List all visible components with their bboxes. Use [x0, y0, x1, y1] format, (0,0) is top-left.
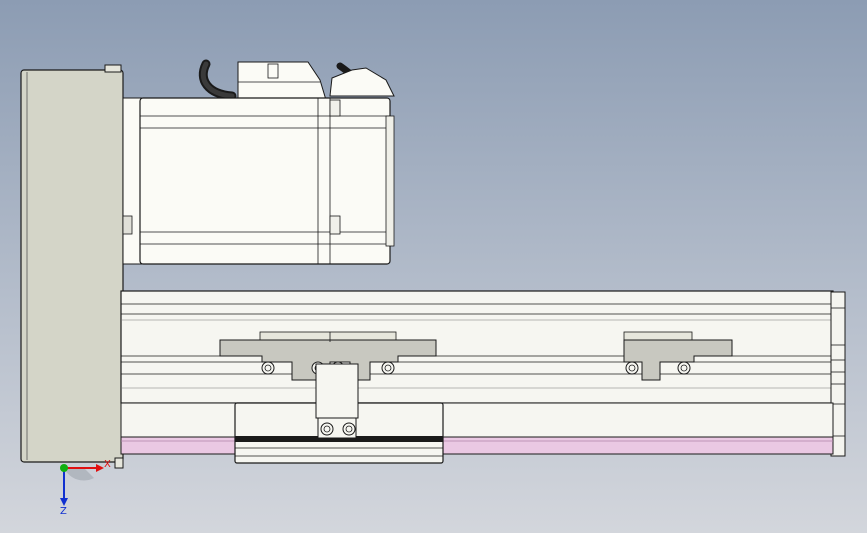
z-axis-arrowhead: [60, 498, 68, 506]
motor-body: [139, 97, 391, 265]
carriage-block[interactable]: [234, 363, 444, 464]
bolt-icon: [625, 361, 639, 375]
rail-end-cap: [830, 291, 846, 457]
bracket-body: [219, 339, 437, 381]
bolt-icon: [261, 361, 275, 375]
bolt-icon: [381, 361, 395, 375]
bolt-icon: [677, 361, 691, 375]
servo-motor[interactable]: [122, 59, 395, 265]
slider-bracket-left[interactable]: [219, 331, 437, 381]
x-axis-arrowhead: [96, 464, 104, 472]
x-axis-label: X: [104, 459, 111, 470]
mounting-plate[interactable]: [20, 64, 124, 469]
power-connector: [237, 61, 327, 101]
bolt-icon: [320, 422, 334, 436]
y-axis-dot: [60, 464, 68, 472]
plate-top-tab: [104, 64, 122, 73]
bracket-top-bar: [259, 331, 397, 341]
motor-cable-power-inner: [200, 61, 235, 99]
plate-bottom-tab: [114, 457, 124, 469]
flange-bolt-icon: [122, 215, 133, 235]
timing-belt: [120, 436, 834, 455]
motor-bolt-icon: [329, 99, 341, 117]
linear-rail[interactable]: [120, 290, 846, 457]
plate-body: [20, 69, 124, 463]
bracket-body: [623, 339, 733, 381]
carriage-belt-clamp: [235, 436, 443, 442]
bolt-icon-inner: [628, 364, 636, 372]
rail-lower-strip: [120, 402, 834, 438]
bolt-icon-inner: [345, 425, 353, 433]
slider-bracket-right[interactable]: [623, 331, 733, 381]
motor-bolt-icon: [329, 215, 341, 235]
carriage-connector: [315, 363, 359, 419]
motor-rear-cap: [385, 115, 395, 247]
coordinate-triad: X Z: [60, 459, 111, 517]
bolt-icon-inner: [323, 425, 331, 433]
bolt-icon-inner: [264, 364, 272, 372]
bolt-icon: [342, 422, 356, 436]
z-axis-label: Z: [60, 506, 67, 517]
triad-shadow: [64, 468, 94, 481]
connector-screw-icon: [267, 63, 279, 79]
encoder-connector: [329, 67, 395, 97]
bolt-icon-inner: [680, 364, 688, 372]
bracket-top-bar: [623, 331, 693, 341]
bolt-icon-inner: [384, 364, 392, 372]
